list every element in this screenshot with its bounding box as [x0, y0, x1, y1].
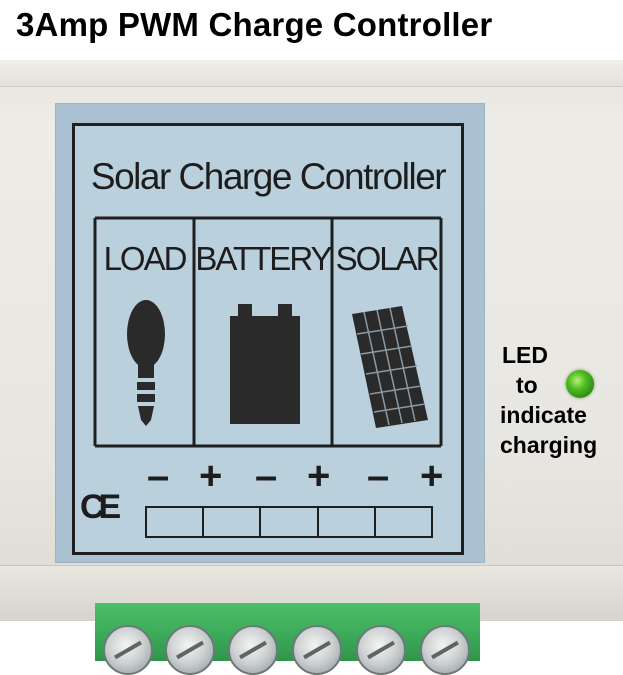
section-label-load: LOAD [103, 240, 188, 277]
section-label-solar: SOLAR [335, 240, 440, 277]
terminal-cell [319, 508, 376, 536]
terminal-block-connector [95, 603, 480, 661]
terminal-label-row [145, 506, 433, 538]
terminal-cell [147, 508, 205, 536]
terminal-sign: + [420, 454, 444, 498]
terminal-sign: – [367, 454, 390, 498]
panel-heading: Solar Charge Controller [90, 156, 447, 197]
terminal-cell [204, 508, 262, 536]
terminal-sign: + [307, 454, 331, 498]
section-label-battery: BATTERY [195, 240, 332, 277]
label-frame-lines [93, 216, 443, 448]
page-title: 3Amp PWM Charge Controller [16, 6, 493, 43]
terminal-screw[interactable] [292, 625, 342, 675]
battery-icon [230, 304, 300, 424]
terminal-cell [261, 508, 319, 536]
lightbulb-icon [127, 300, 165, 426]
terminal-polarity-signs: – + – + – + [145, 456, 445, 496]
led-caption-line: indicate [500, 402, 587, 428]
terminal-sign: – [147, 454, 170, 498]
led-caption: LED to indicate charging [500, 340, 618, 460]
terminal-cell [376, 508, 431, 536]
led-caption-line: charging [500, 432, 598, 458]
terminal-screw[interactable] [420, 625, 470, 675]
solar-panel-icon [352, 306, 428, 428]
terminal-screw[interactable] [165, 625, 215, 675]
label-frame: Solar Charge Controller LOAD BATTERY [72, 123, 464, 555]
section-load: LOAD [95, 218, 194, 446]
terminal-sign: + [199, 454, 223, 498]
terminal-sign: – [255, 454, 278, 498]
led-caption-line: LED [502, 342, 548, 368]
terminal-screw[interactable] [356, 625, 406, 675]
charging-led [566, 370, 594, 398]
terminal-screw[interactable] [103, 625, 153, 675]
casing-top-edge [0, 60, 623, 87]
led-caption-line: to [516, 372, 538, 398]
section-battery: BATTERY [194, 218, 333, 446]
section-solar: SOLAR [332, 218, 441, 446]
ce-mark: CE [80, 488, 121, 526]
terminal-screw[interactable] [228, 625, 278, 675]
